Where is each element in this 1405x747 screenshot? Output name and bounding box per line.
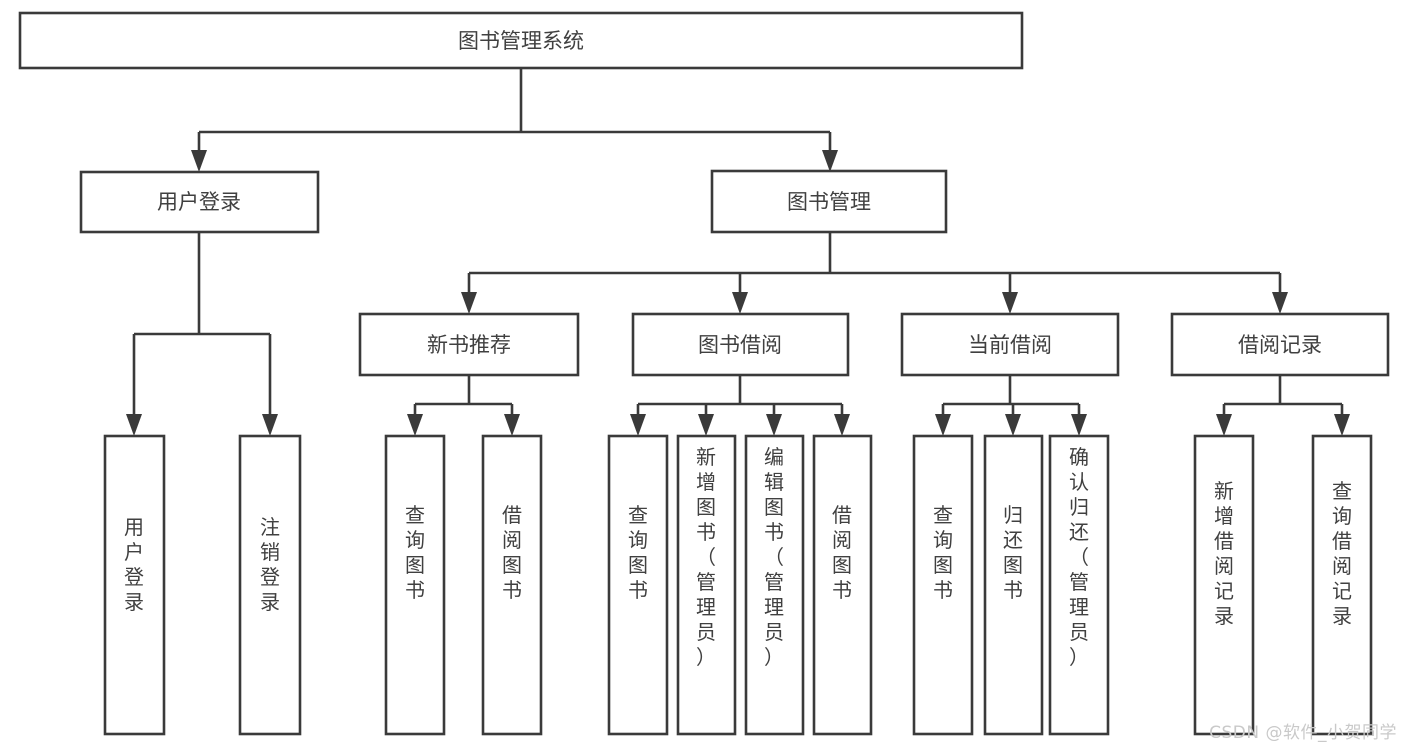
node-leaf-confirm-return-label: 确认归还（管理员） <box>1069 445 1089 669</box>
node-leaf-add-record-box[interactable] <box>1193 434 1255 736</box>
arrow-to-book-management <box>822 150 838 172</box>
node-book-borrow-label: 图书借阅 <box>698 333 782 357</box>
node-leaf-return-book[interactable]: 归还图书 <box>983 434 1044 736</box>
arrow-to-leaf-query-book-3 <box>935 414 951 436</box>
node-leaf-borrow-book-1-label: 借阅图书 <box>502 503 522 602</box>
node-new-book-recommend[interactable]: 新书推荐 <box>358 312 580 377</box>
node-current-borrow[interactable]: 当前借阅 <box>900 312 1120 377</box>
node-leaf-confirm-return-box[interactable] <box>1048 434 1110 736</box>
node-leaf-query-book-3-label: 查询图书 <box>933 503 953 602</box>
arrow-to-leaf-borrow-book-1 <box>504 414 520 436</box>
node-leaf-borrow-book-2-label: 借阅图书 <box>832 503 852 602</box>
node-leaf-query-book-1-label: 查询图书 <box>405 503 425 602</box>
node-book-borrow-box[interactable] <box>631 312 850 377</box>
arrow-to-book-borrow <box>732 292 748 314</box>
node-leaf-borrow-book-2-box[interactable] <box>812 434 873 736</box>
arrow-to-leaf-query-book-1 <box>407 414 423 436</box>
node-leaf-query-record-label: 查询借阅记录 <box>1332 479 1352 628</box>
node-leaf-query-book-2[interactable]: 查询图书 <box>607 434 669 736</box>
node-book-management[interactable]: 图书管理 <box>710 169 948 234</box>
node-leaf-borrow-book-1-box[interactable] <box>481 434 543 736</box>
node-leaf-query-book-2-label: 查询图书 <box>628 503 648 602</box>
node-leaf-edit-book-box[interactable] <box>744 434 805 736</box>
node-leaf-user-login-box[interactable] <box>103 434 166 736</box>
arrow-to-current-borrow <box>1002 292 1018 314</box>
arrow-to-leaf-borrow-book-2 <box>834 414 850 436</box>
node-borrow-record[interactable]: 借阅记录 <box>1170 312 1390 377</box>
node-root-label: 图书管理系统 <box>458 29 584 53</box>
node-leaf-add-book-label: 新增图书（管理员） <box>696 445 716 669</box>
node-leaf-add-book-box[interactable] <box>676 434 737 736</box>
node-leaf-query-book-1-box[interactable] <box>384 434 446 736</box>
node-borrow-record-label: 借阅记录 <box>1238 333 1322 357</box>
arrow-to-user-login <box>191 150 207 172</box>
node-leaf-user-login[interactable]: 用户登录 <box>103 434 166 736</box>
arrow-to-leaf-logout-login <box>262 414 278 436</box>
node-new-book-recommend-box[interactable] <box>358 312 580 377</box>
arrow-to-leaf-user-login <box>126 414 142 436</box>
arrow-to-new-book-recommend <box>461 292 477 314</box>
arrow-to-leaf-add-record <box>1216 414 1232 436</box>
node-leaf-user-login-label: 用户登录 <box>124 515 144 614</box>
node-book-management-box[interactable] <box>710 169 948 234</box>
node-new-book-recommend-label: 新书推荐 <box>427 333 511 357</box>
node-book-borrow[interactable]: 图书借阅 <box>631 312 850 377</box>
node-leaf-confirm-return[interactable]: 确认归还（管理员） <box>1048 434 1110 736</box>
node-leaf-logout-login-label: 注销登录 <box>260 515 280 614</box>
connector-layer <box>126 68 1350 436</box>
node-leaf-add-record-label: 新增借阅记录 <box>1214 479 1234 628</box>
node-leaf-query-record-box[interactable] <box>1311 434 1373 736</box>
node-current-borrow-label: 当前借阅 <box>968 333 1052 357</box>
node-leaf-return-book-label: 归还图书 <box>1003 503 1023 602</box>
node-leaf-query-book-1[interactable]: 查询图书 <box>384 434 446 736</box>
node-leaf-logout-login[interactable]: 注销登录 <box>238 434 302 736</box>
node-book-management-label: 图书管理 <box>787 190 871 214</box>
node-root[interactable]: 图书管理系统 <box>18 11 1024 70</box>
node-leaf-query-book-2-box[interactable] <box>607 434 669 736</box>
node-leaf-query-book-3-box[interactable] <box>912 434 974 736</box>
arrow-to-leaf-query-record <box>1334 414 1350 436</box>
arrow-to-borrow-record <box>1272 292 1288 314</box>
arrow-to-leaf-add-book <box>698 414 714 436</box>
node-leaf-return-book-box[interactable] <box>983 434 1044 736</box>
node-leaf-edit-book-label: 编辑图书（管理员） <box>764 445 784 669</box>
node-leaf-borrow-book-1[interactable]: 借阅图书 <box>481 434 543 736</box>
node-current-borrow-box[interactable] <box>900 312 1120 377</box>
node-user-login[interactable]: 用户登录 <box>79 170 320 234</box>
node-leaf-logout-login-box[interactable] <box>238 434 302 736</box>
node-leaf-query-record[interactable]: 查询借阅记录 <box>1311 434 1373 736</box>
arrow-to-leaf-query-book-2 <box>630 414 646 436</box>
node-user-login-box[interactable] <box>79 170 320 234</box>
node-root-box[interactable] <box>18 11 1024 70</box>
arrow-to-leaf-return-book <box>1005 414 1021 436</box>
node-leaf-add-record[interactable]: 新增借阅记录 <box>1193 434 1255 736</box>
node-leaf-add-book[interactable]: 新增图书（管理员） <box>676 434 737 736</box>
arrow-to-leaf-confirm-return <box>1071 414 1087 436</box>
node-borrow-record-box[interactable] <box>1170 312 1390 377</box>
node-leaf-borrow-book-2[interactable]: 借阅图书 <box>812 434 873 736</box>
arrow-to-leaf-edit-book <box>766 414 782 436</box>
node-leaf-query-book-3[interactable]: 查询图书 <box>912 434 974 736</box>
node-user-login-label: 用户登录 <box>157 190 241 214</box>
node-leaf-edit-book[interactable]: 编辑图书（管理员） <box>744 434 805 736</box>
